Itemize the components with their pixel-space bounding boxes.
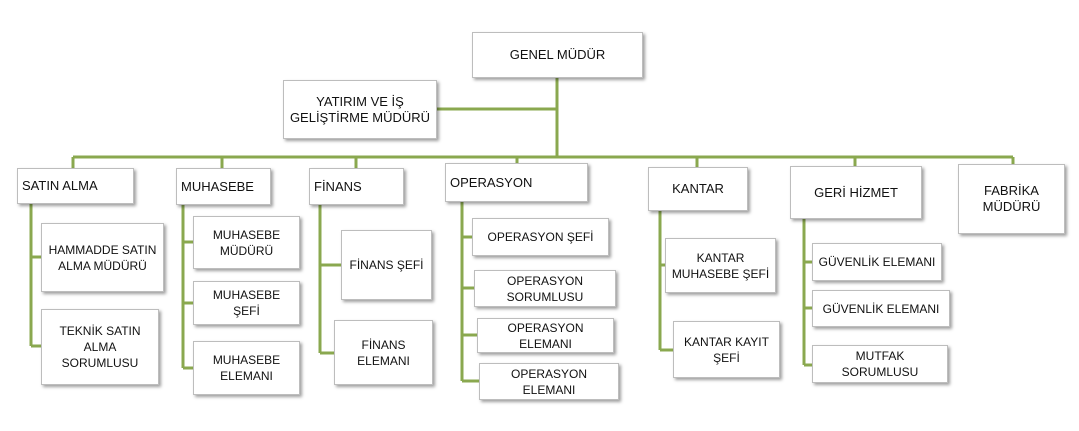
box-finans-elemani: FİNANS ELEMANI (334, 320, 433, 385)
box-muhasebe-elemani: MUHASEBE ELEMANI (193, 341, 300, 395)
box-operasyon-sefi: OPERASYON ŞEFİ (472, 218, 609, 256)
box-dept-geri-hizmet: GERİ HİZMET (790, 166, 922, 219)
box-hammadde-satin-alma-mudur: HAMMADDE SATIN ALMA MÜDÜRÜ (41, 223, 164, 292)
box-yatirim-mudur: YATIRIM VE İŞ GELİŞTİRME MÜDÜRÜ (283, 80, 437, 139)
box-mutfak-sorumlusu: MUTFAK SORUMLUSU (812, 345, 948, 383)
box-dept-operasyon: OPERASYON (445, 163, 588, 202)
box-muhasebe-mudur: MUHASEBE MÜDÜRÜ (193, 216, 300, 269)
connector-lines (29, 78, 1015, 383)
box-teknik-satin-alma-sorumlusu: TEKNİK SATIN ALMA SORUMLUSU (41, 309, 159, 385)
box-dept-kantar: KANTAR (648, 167, 748, 211)
box-guvenlik-elemani-1: GÜVENLİK ELEMANI (812, 243, 942, 281)
box-dept-fabrika-mudur: FABRİKA MÜDÜRÜ (958, 164, 1065, 234)
box-kantar-muhasebe-sefi: KANTAR MUHASEBE ŞEFİ (665, 238, 776, 293)
box-finans-sefi: FİNANS ŞEFİ (341, 230, 432, 300)
box-muhasebe-sefi: MUHASEBE ŞEFİ (193, 281, 300, 325)
box-operasyon-elemani-1: OPERASYON ELEMANI (477, 318, 614, 353)
box-guvenlik-elemani-2: GÜVENLİK ELEMANI (812, 290, 950, 327)
box-dept-finans: FİNANS (309, 168, 404, 205)
box-dept-satin-alma: SATIN ALMA (17, 168, 134, 204)
box-genel-mudur: GENEL MÜDÜR (472, 32, 643, 78)
box-dept-muhasebe: MUHASEBE (176, 168, 271, 205)
box-operasyon-elemani-2: OPERASYON ELEMANI (479, 363, 619, 400)
box-operasyon-sorumlusu: OPERASYON SORUMLUSU (474, 270, 616, 307)
box-kantar-kayit-sefi: KANTAR KAYIT ŞEFİ (673, 321, 780, 378)
